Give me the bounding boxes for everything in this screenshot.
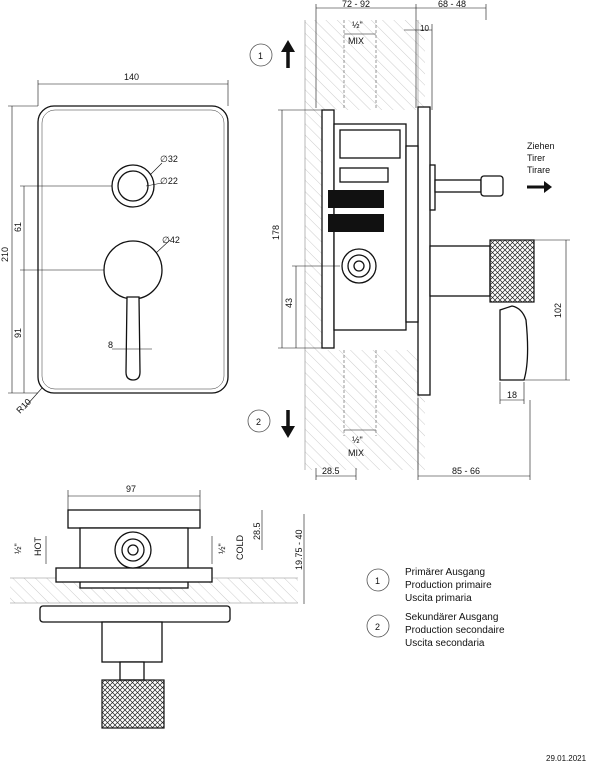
label-d42: ∅42	[162, 235, 180, 245]
label-dim8566: 85 - 66	[452, 466, 480, 476]
front-view: ∅32 ∅22 ∅42 8 140 210 61 91 R10	[0, 72, 229, 416]
label-top-dim285: 28.5	[252, 522, 262, 540]
marker-2-circle	[247, 409, 271, 433]
label-dim97: 97	[126, 484, 136, 494]
label-cold: COLD	[235, 534, 245, 560]
top-flange	[39, 605, 231, 623]
pull-it: Tirare	[527, 165, 550, 175]
label-68-48: 68 - 48	[438, 0, 466, 9]
marker-1: 1	[258, 51, 263, 61]
diverter-knob-inner	[117, 170, 149, 202]
label-cold-half: ½"	[217, 543, 227, 554]
leader-d32	[149, 162, 163, 176]
legend-1-line-3: Uscita primaria	[405, 593, 472, 604]
label-72-92: 72 - 92	[342, 0, 370, 9]
mixer-lever	[125, 296, 141, 381]
label-hot: HOT	[33, 537, 43, 557]
mixer-knob	[103, 240, 163, 300]
leader-d22	[145, 182, 163, 187]
label-dim178: 178	[271, 225, 281, 240]
leader-radius	[25, 387, 43, 407]
diverter-cap	[480, 175, 504, 197]
marker-2: 2	[256, 417, 261, 427]
label-half-bot: ½"	[352, 435, 363, 445]
top-view: 97 ½" HOT ½" COLD 28.5 19.75 - 40	[10, 484, 305, 729]
side-lever	[499, 305, 529, 381]
label-dim43: 43	[284, 298, 294, 308]
drawing-date: 29.01.2021	[546, 754, 587, 763]
label-dim102: 102	[553, 303, 563, 318]
label-dim18: 18	[507, 390, 517, 400]
mixer-neck	[429, 245, 491, 297]
wall-flange	[417, 106, 431, 396]
legend-2-line-3: Uscita secondaria	[405, 638, 485, 649]
cover-plate-inner	[41, 109, 225, 390]
legend-marker-2-circle	[366, 614, 390, 638]
legend-2-line-2: Production secondaire	[405, 625, 505, 636]
pull-fr: Tirer	[527, 153, 545, 163]
top-mount-plate	[67, 509, 201, 529]
label-radius: R10	[14, 397, 33, 416]
label-dim285: 28.5	[322, 466, 340, 476]
label-dim91: 91	[13, 328, 23, 338]
label-d32: ∅32	[160, 154, 178, 164]
label-dim61: 61	[13, 222, 23, 232]
legend: 1 Primärer Ausgang Production primaire U…	[366, 567, 505, 649]
label-height: 210	[0, 247, 10, 262]
legend-1-line-2: Production primaire	[405, 580, 492, 591]
diverter-stem	[434, 179, 482, 193]
label-hot-half: ½"	[13, 543, 23, 554]
marker-1-circle	[249, 43, 273, 67]
label-dim1975: 19.75 - 40	[294, 529, 304, 570]
label-dim8: 8	[108, 340, 113, 350]
legend-marker-1: 1	[375, 576, 380, 586]
label-mix-bot: MIX	[348, 448, 364, 458]
label-half-top: ½"	[352, 20, 363, 30]
legend-2-line-1: Sekundärer Ausgang	[405, 612, 498, 623]
label-width: 140	[124, 72, 139, 82]
pull-de: Ziehen	[527, 141, 555, 151]
side-view: 72 - 92 68 - 48 10 ½" MIX 178 43 102 18 …	[247, 0, 570, 480]
knurled-knob	[489, 239, 535, 303]
legend-1-line-1: Primärer Ausgang	[405, 567, 485, 578]
legend-marker-2: 2	[375, 622, 380, 632]
label-mix-top: MIX	[348, 36, 364, 46]
label-dim10: 10	[420, 24, 429, 33]
leader-d42	[155, 239, 171, 254]
top-knurled-knob	[101, 679, 165, 729]
legend-marker-1-circle	[366, 568, 390, 592]
label-d22: ∅22	[160, 176, 178, 186]
